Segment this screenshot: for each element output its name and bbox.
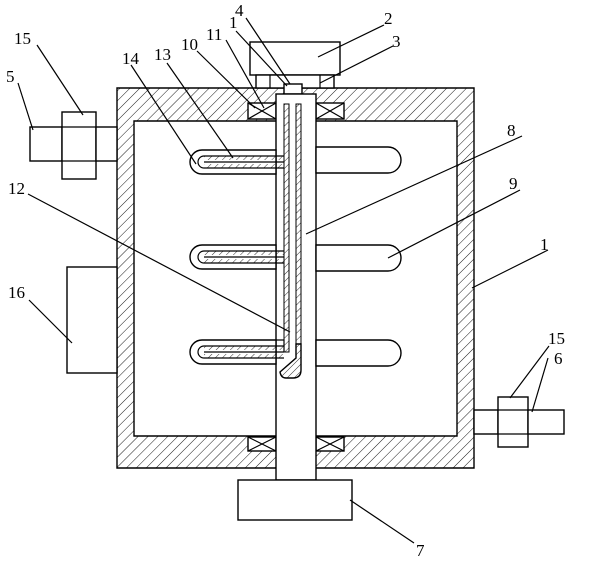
label-4: 4 bbox=[235, 1, 244, 20]
part-labels: 1 2 3 4 5 6 7 8 9 10 11 1 12 13 14 15 15… bbox=[6, 1, 565, 560]
label-2: 2 bbox=[384, 9, 393, 28]
label-11: 11 bbox=[206, 25, 222, 44]
left-inlet-pipe bbox=[29, 111, 118, 180]
inner-feed-tube bbox=[276, 103, 302, 379]
label-13: 13 bbox=[154, 45, 171, 64]
leader-lines bbox=[17, 17, 550, 544]
label-9: 9 bbox=[509, 174, 518, 193]
label-1-top: 1 bbox=[229, 13, 238, 32]
label-15-left: 15 bbox=[14, 29, 31, 48]
side-box bbox=[66, 266, 118, 374]
label-14: 14 bbox=[122, 49, 140, 68]
label-15-right: 15 bbox=[548, 329, 565, 348]
label-7: 7 bbox=[416, 541, 425, 560]
bottom-motor bbox=[237, 479, 353, 521]
left-stirring-arms bbox=[189, 149, 284, 365]
right-outlet-pipe bbox=[473, 396, 565, 448]
label-6: 6 bbox=[554, 349, 563, 368]
label-1-body: 1 bbox=[540, 235, 549, 254]
label-10: 10 bbox=[181, 35, 198, 54]
label-3: 3 bbox=[392, 32, 401, 51]
label-12: 12 bbox=[8, 179, 25, 198]
label-8: 8 bbox=[507, 121, 516, 140]
top-motor-cover bbox=[249, 41, 341, 120]
label-16: 16 bbox=[8, 283, 25, 302]
label-5: 5 bbox=[6, 67, 15, 86]
bottom-bearing-seats bbox=[247, 436, 345, 452]
right-stirring-arms bbox=[315, 146, 402, 367]
